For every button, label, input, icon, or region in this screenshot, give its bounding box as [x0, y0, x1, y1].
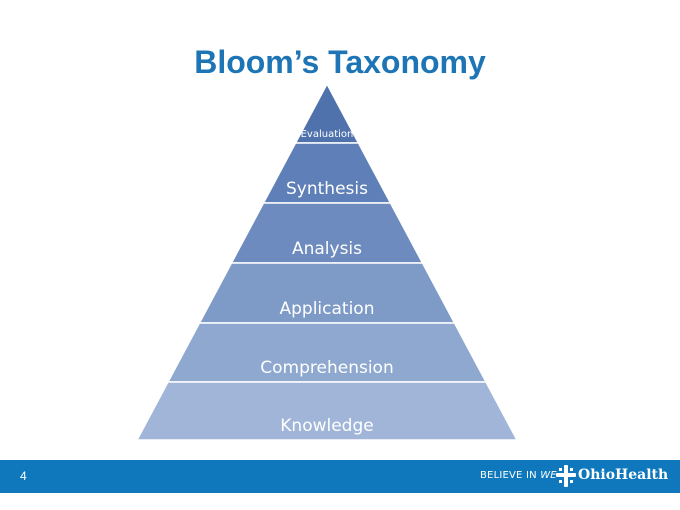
- slide-title: Bloom’s Taxonomy: [194, 44, 486, 80]
- tier-label-evaluation: Evaluation: [301, 129, 354, 140]
- ohiohealth-cross-icon: [556, 465, 576, 487]
- tier-label-application: Application: [280, 299, 375, 319]
- tier-label-synthesis: Synthesis: [286, 179, 368, 199]
- footer-bar: 4 BELIEVE IN WE OhioHealth: [0, 460, 680, 493]
- brand-name: OhioHealth: [578, 467, 669, 483]
- tier-label-analysis: Analysis: [292, 239, 362, 259]
- tagline-emphasis: WE: [540, 470, 557, 481]
- page-number: 4: [20, 469, 27, 483]
- bloom-pyramid: EvaluationSynthesisAnalysisApplicationCo…: [135, 82, 519, 441]
- footer-tagline: BELIEVE IN WE: [480, 470, 557, 481]
- pyramid-tier-knowledge: [135, 381, 519, 441]
- tier-label-comprehension: Comprehension: [260, 358, 393, 378]
- tier-label-knowledge: Knowledge: [280, 416, 373, 436]
- tagline-prefix: BELIEVE IN: [480, 470, 537, 481]
